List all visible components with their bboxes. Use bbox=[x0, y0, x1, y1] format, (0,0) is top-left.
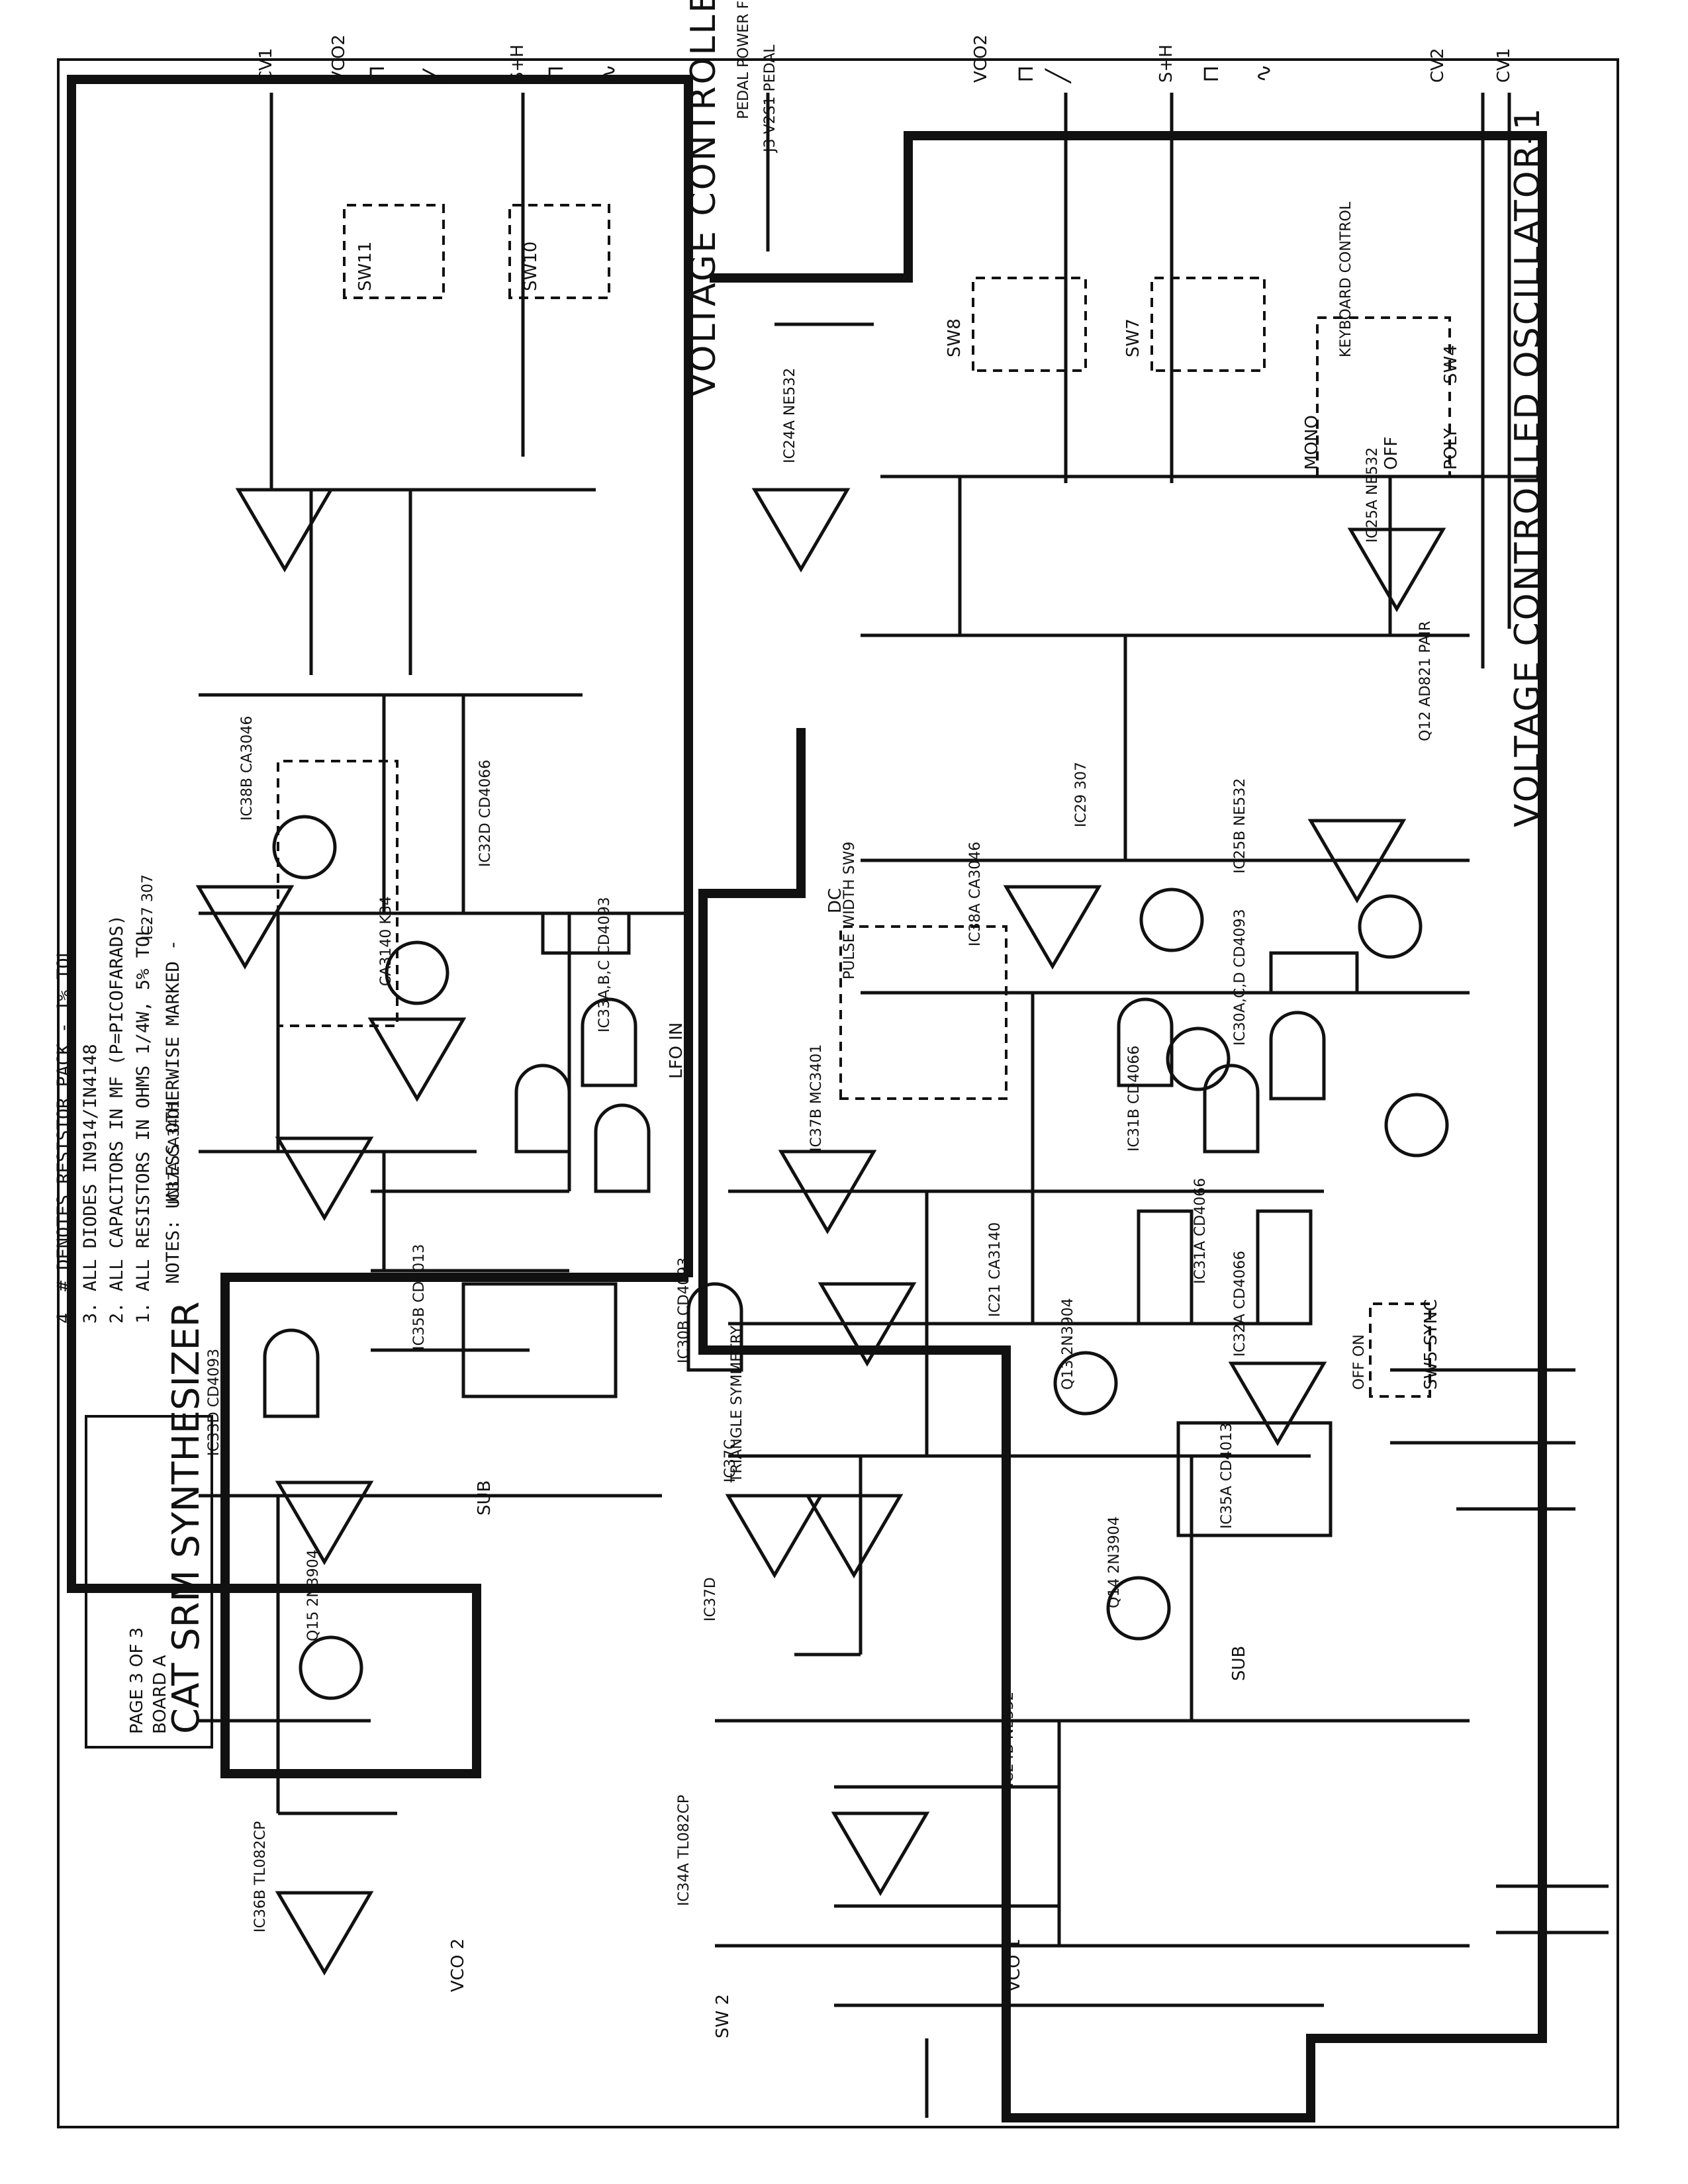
ic-label: IC25B NE532 bbox=[1232, 778, 1248, 874]
lfo-in-label: LFO IN bbox=[667, 1023, 686, 1079]
title-line-1: CAT SRM SYNTHESIZER bbox=[165, 1301, 208, 1734]
ic-label: IC25A NE532 bbox=[1364, 447, 1381, 543]
ic-label: IC35A CD4013 bbox=[1219, 1423, 1235, 1529]
sw4-mono: MONO bbox=[1302, 415, 1322, 470]
sw8-label: SW8 bbox=[945, 318, 964, 357]
vco1-switches bbox=[839, 277, 1451, 1398]
vco1-logic bbox=[686, 951, 1359, 1537]
sw4-poly: POLY bbox=[1441, 428, 1461, 470]
ic-label: IC31B CD4066 bbox=[1126, 1046, 1143, 1152]
ic-label: IC32D CD4066 bbox=[477, 760, 494, 867]
transistor-label: Q15 2N3904 bbox=[305, 1549, 322, 1641]
sw4-off: OFF bbox=[1382, 437, 1401, 470]
ic-label: IC32A CD4066 bbox=[1232, 1251, 1248, 1357]
ic-label: IC37A CA3401 bbox=[166, 1100, 183, 1205]
ic-label: IC38A CA3046 bbox=[967, 842, 984, 946]
sw5-on: ON bbox=[1351, 1334, 1368, 1357]
ic-label: IC36B TL082CP bbox=[252, 1821, 269, 1933]
note-line: NOTES: UNLESS OTHERWISE MARKED - bbox=[163, 940, 183, 1284]
port-vco1-sh: S+H bbox=[1156, 44, 1176, 83]
vco2-logic bbox=[263, 911, 651, 1418]
keyboard-control-label: KEYBOARD CONTROL bbox=[1338, 201, 1354, 357]
transistor-label: Q13 2N3904 bbox=[1060, 1298, 1076, 1390]
port-vco2-vco2: VCO2 bbox=[329, 34, 349, 83]
vco2-board-outline bbox=[67, 75, 693, 1778]
vco2-switches bbox=[343, 204, 610, 299]
pedal-jack-label: J3 V2S1 PEDAL bbox=[762, 44, 778, 154]
output-vco1: VCO 1 bbox=[1004, 1938, 1024, 1992]
port-vco2-sine: ∿ bbox=[595, 64, 622, 83]
ic-label: IC24B NE532 bbox=[1000, 1692, 1017, 1787]
ic-label: IC33A,B,C CD4093 bbox=[596, 897, 613, 1032]
port-vco1-sine: ∿ bbox=[1250, 64, 1277, 83]
vco2-title: VOLTAGE CONTROLLED OSCILLATOR-2 bbox=[684, 0, 724, 397]
output-sw2: SW 2 bbox=[713, 1994, 733, 2038]
title-line-3: PAGE 3 OF 3 bbox=[127, 1627, 147, 1734]
vco2-opamps bbox=[195, 488, 467, 1976]
note-line: 1. ALL RESISTORS IN OHMS 1/4W, 5% TOL. bbox=[133, 915, 154, 1324]
sw4-label: SW4 bbox=[1441, 345, 1461, 384]
port-vco1-pulse2: ⊓ bbox=[1197, 65, 1224, 83]
vco1-title: VOLTAGE CONTROLLED OSCILLATOR-1 bbox=[1508, 106, 1548, 827]
vco1-wiring bbox=[715, 93, 1542, 1948]
port-vco2-pulse: ⊓ bbox=[363, 65, 390, 83]
dc-label: DC bbox=[825, 888, 845, 913]
ic-label: IC38B CA3046 bbox=[239, 716, 256, 821]
note-line: 4. # DENOTES RESISTOR PACK - 1% TOL. bbox=[54, 936, 74, 1324]
page-frame bbox=[57, 58, 1619, 2128]
port-vco1-vco2: VCO2 bbox=[971, 34, 991, 83]
title-block-frame bbox=[85, 1415, 213, 1749]
port-vco2-pulse2: ⊓ bbox=[542, 65, 569, 83]
triangle-symmetry-label: TRIANGLE SYMMETRY bbox=[729, 1325, 745, 1483]
vco2-transistors bbox=[272, 760, 449, 1700]
notes-block: NOTES: UNLESS OTHERWISE MARKED - 1. ALL … bbox=[54, 915, 183, 1324]
ic-label: IC30B CD4093 bbox=[676, 1257, 692, 1363]
title-line-2: BOARD A bbox=[150, 1655, 170, 1734]
ic-label: IC31A CD4066 bbox=[1192, 1178, 1209, 1284]
transistor-label: Q12 AD821 PAIR bbox=[1417, 621, 1434, 741]
port-vco1-cv1: CV1 bbox=[1494, 48, 1514, 83]
port-vco1-cv2: CV2 bbox=[1428, 48, 1448, 83]
note-line: 2. ALL CAPACITORS IN MF (P=PICOFARADS) bbox=[107, 915, 127, 1324]
ic-label: CA3140 K34 bbox=[378, 896, 395, 986]
sub-label-vco2: SUB bbox=[475, 1480, 494, 1516]
ic-label: IC30A,C,D CD4093 bbox=[1232, 909, 1248, 1046]
port-vco2-sh: S+H bbox=[508, 44, 528, 83]
ic-label: IC37D bbox=[702, 1577, 719, 1621]
ic-label: IC27 307 bbox=[140, 874, 156, 940]
ic-label: IC24A NE532 bbox=[782, 368, 798, 463]
ic-label: IC35B CD4013 bbox=[411, 1244, 428, 1350]
pedal-power-label: PEDAL POWER FROM BD. B bbox=[735, 0, 752, 119]
sw5-label: SW5 SYNC bbox=[1421, 1299, 1441, 1390]
output-vco2: VCO 2 bbox=[448, 1938, 468, 1992]
vco1-opamps bbox=[725, 488, 1446, 1896]
ic-label: IC37C bbox=[722, 1439, 739, 1482]
note-line: 3. ALL DIODES IN914/IN4148 bbox=[80, 1044, 101, 1324]
port-vco1-pulse: ⊓ bbox=[1012, 65, 1039, 83]
ic-label: IC33D CD4093 bbox=[206, 1349, 222, 1456]
port-vco2-cv1: CV1 bbox=[256, 48, 276, 83]
sw7-label: SW7 bbox=[1123, 318, 1143, 357]
ic-label: IC37B MC3401 bbox=[808, 1044, 825, 1152]
ic-label: IC29 307 bbox=[1073, 762, 1090, 827]
vco1-board-outline bbox=[698, 131, 1547, 2122]
sw10-label: SW10 bbox=[521, 242, 541, 291]
vco1-transistors bbox=[1053, 887, 1449, 1641]
sw5-off: OFF bbox=[1351, 1361, 1368, 1390]
power-section bbox=[834, 1368, 1609, 2118]
sw9-label: PULSE WIDTH SW9 bbox=[841, 842, 858, 979]
ic-label: IC34A TL082CP bbox=[676, 1795, 692, 1906]
transistor-label: Q14 2N3904 bbox=[1106, 1516, 1123, 1608]
sw11-label: SW11 bbox=[355, 242, 375, 291]
port-vco1-saw: ╱ bbox=[1045, 68, 1072, 84]
sub-label-vco1: SUB bbox=[1229, 1646, 1249, 1681]
port-vco2-saw: ╱ bbox=[422, 68, 449, 84]
ic-label: IC21 CA3140 bbox=[987, 1222, 1004, 1317]
